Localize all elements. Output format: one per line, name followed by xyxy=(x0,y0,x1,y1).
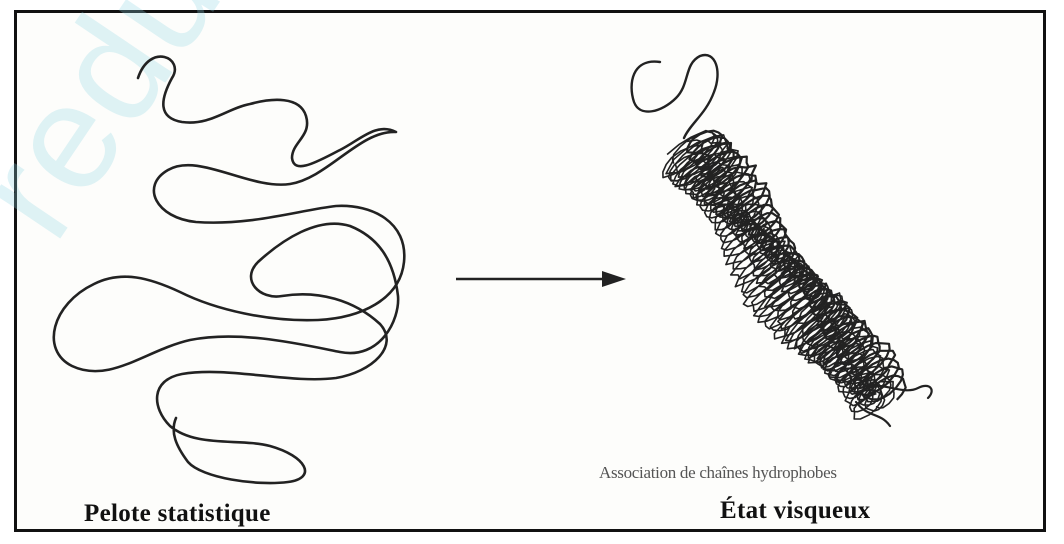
subcaption-association: Association de chaînes hydrophobes xyxy=(599,463,837,483)
caption-etat-visqueux: État visqueux xyxy=(720,497,870,525)
arrow-head xyxy=(602,271,626,287)
compact-helix-bundle xyxy=(663,131,906,419)
caption-pelote: Pelote statistique xyxy=(84,500,271,528)
coil-loop-top xyxy=(632,55,718,138)
random-coil xyxy=(54,57,404,483)
